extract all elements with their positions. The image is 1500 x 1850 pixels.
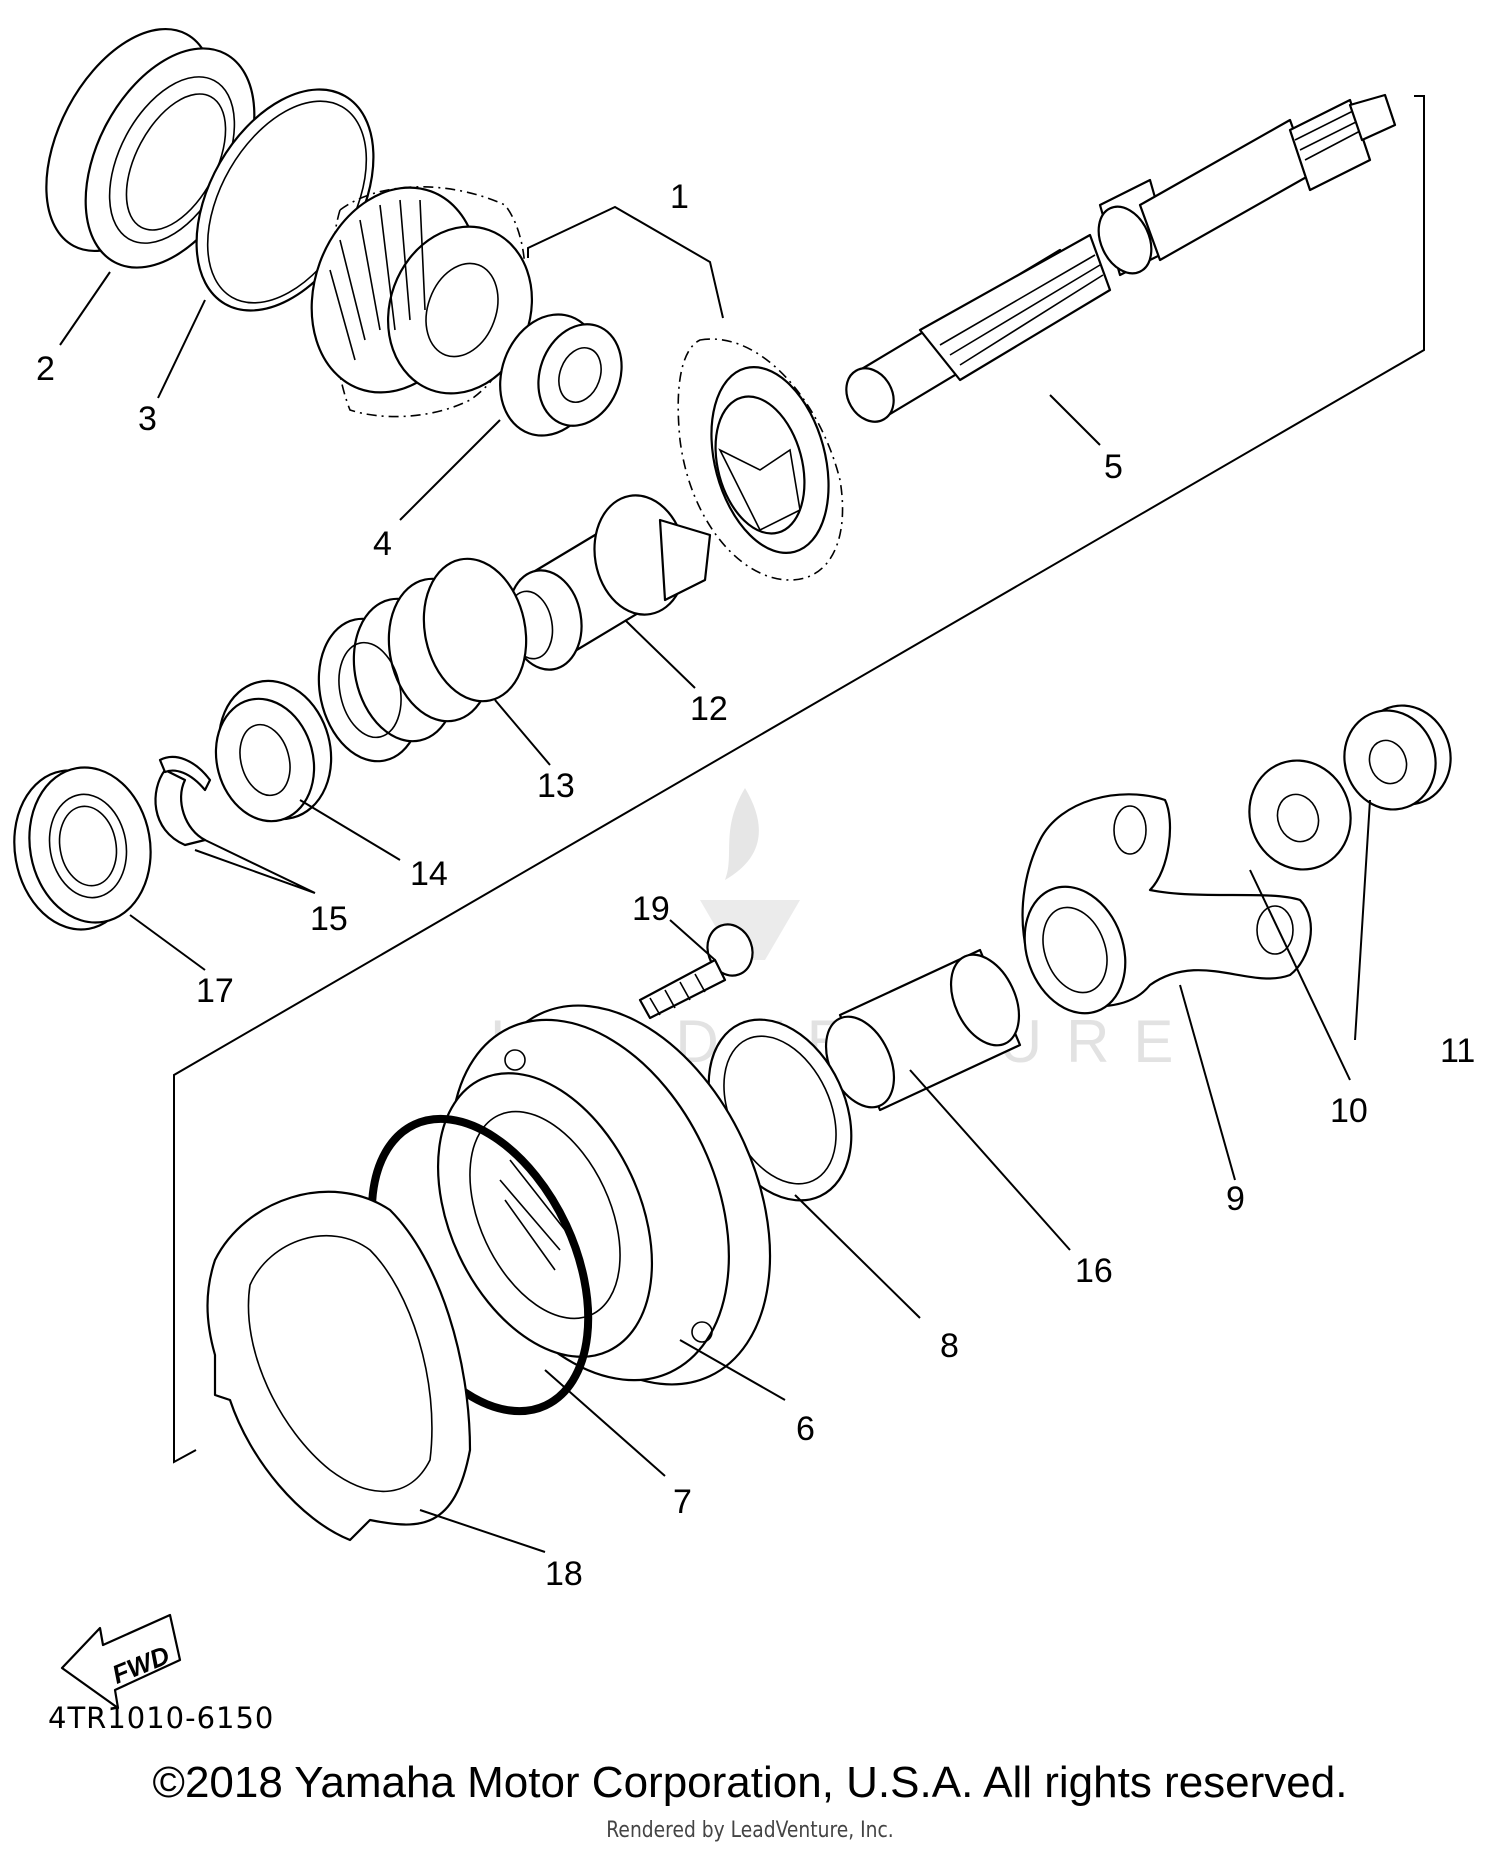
part-10-washer <box>1248 759 1352 871</box>
callout-15: 15 <box>310 900 348 938</box>
part-15-split-collar <box>154 755 212 847</box>
callout-11: 11 <box>1440 1032 1475 1070</box>
part-6-bearing-housing <box>436 1004 772 1386</box>
part-4-collar <box>499 313 623 437</box>
part-1-pinion-gear <box>677 338 844 581</box>
callout-18: 18 <box>545 1555 583 1593</box>
callout-13: 13 <box>537 767 575 805</box>
callout-10: 10 <box>1330 1092 1368 1130</box>
callout-4: 4 <box>373 525 392 563</box>
part-17-bearing <box>13 766 152 931</box>
callout-14: 14 <box>410 855 448 893</box>
callout-2: 2 <box>36 350 55 388</box>
part-14-washer <box>214 679 333 823</box>
part-11-nut <box>1343 704 1452 811</box>
callout-6: 6 <box>796 1410 815 1448</box>
callout-9: 9 <box>1226 1180 1245 1218</box>
rendered-by-credit: Rendered by LeadVenture, Inc. <box>606 1818 894 1843</box>
part-12-clutch-collar <box>506 494 712 671</box>
part-19-bolt <box>638 923 754 1020</box>
callout-5: 5 <box>1104 448 1123 486</box>
upper-group-boundary <box>173 95 1425 1464</box>
leader-lines <box>59 271 1371 1553</box>
part-18-plate <box>206 1190 472 1542</box>
callout-16: 16 <box>1075 1252 1113 1290</box>
part-13-spring <box>317 557 528 763</box>
callout-labels: 1 2 3 4 5 6 7 8 9 10 11 12 13 14 15 16 1… <box>36 178 1475 1593</box>
callout-8: 8 <box>940 1327 959 1365</box>
callout-19: 19 <box>632 890 670 928</box>
callout-12: 12 <box>690 690 728 728</box>
part-9-yoke <box>1021 793 1312 1015</box>
callout-7: 7 <box>673 1483 692 1521</box>
callout-1-bracket <box>527 205 724 319</box>
fwd-arrow-icon: FWD <box>60 1613 182 1710</box>
callout-3: 3 <box>138 400 157 438</box>
diagram-ref-code: 4TR1010-6150 <box>48 1701 275 1735</box>
callout-17: 17 <box>196 972 234 1010</box>
callout-1: 1 <box>670 178 689 216</box>
part-16-sleeve <box>824 948 1022 1112</box>
part-1-bevel-gear <box>310 186 534 418</box>
part-5-shaft <box>845 93 1397 423</box>
copyright-notice: ©2018 Yamaha Motor Corporation, U.S.A. A… <box>152 1758 1348 1807</box>
